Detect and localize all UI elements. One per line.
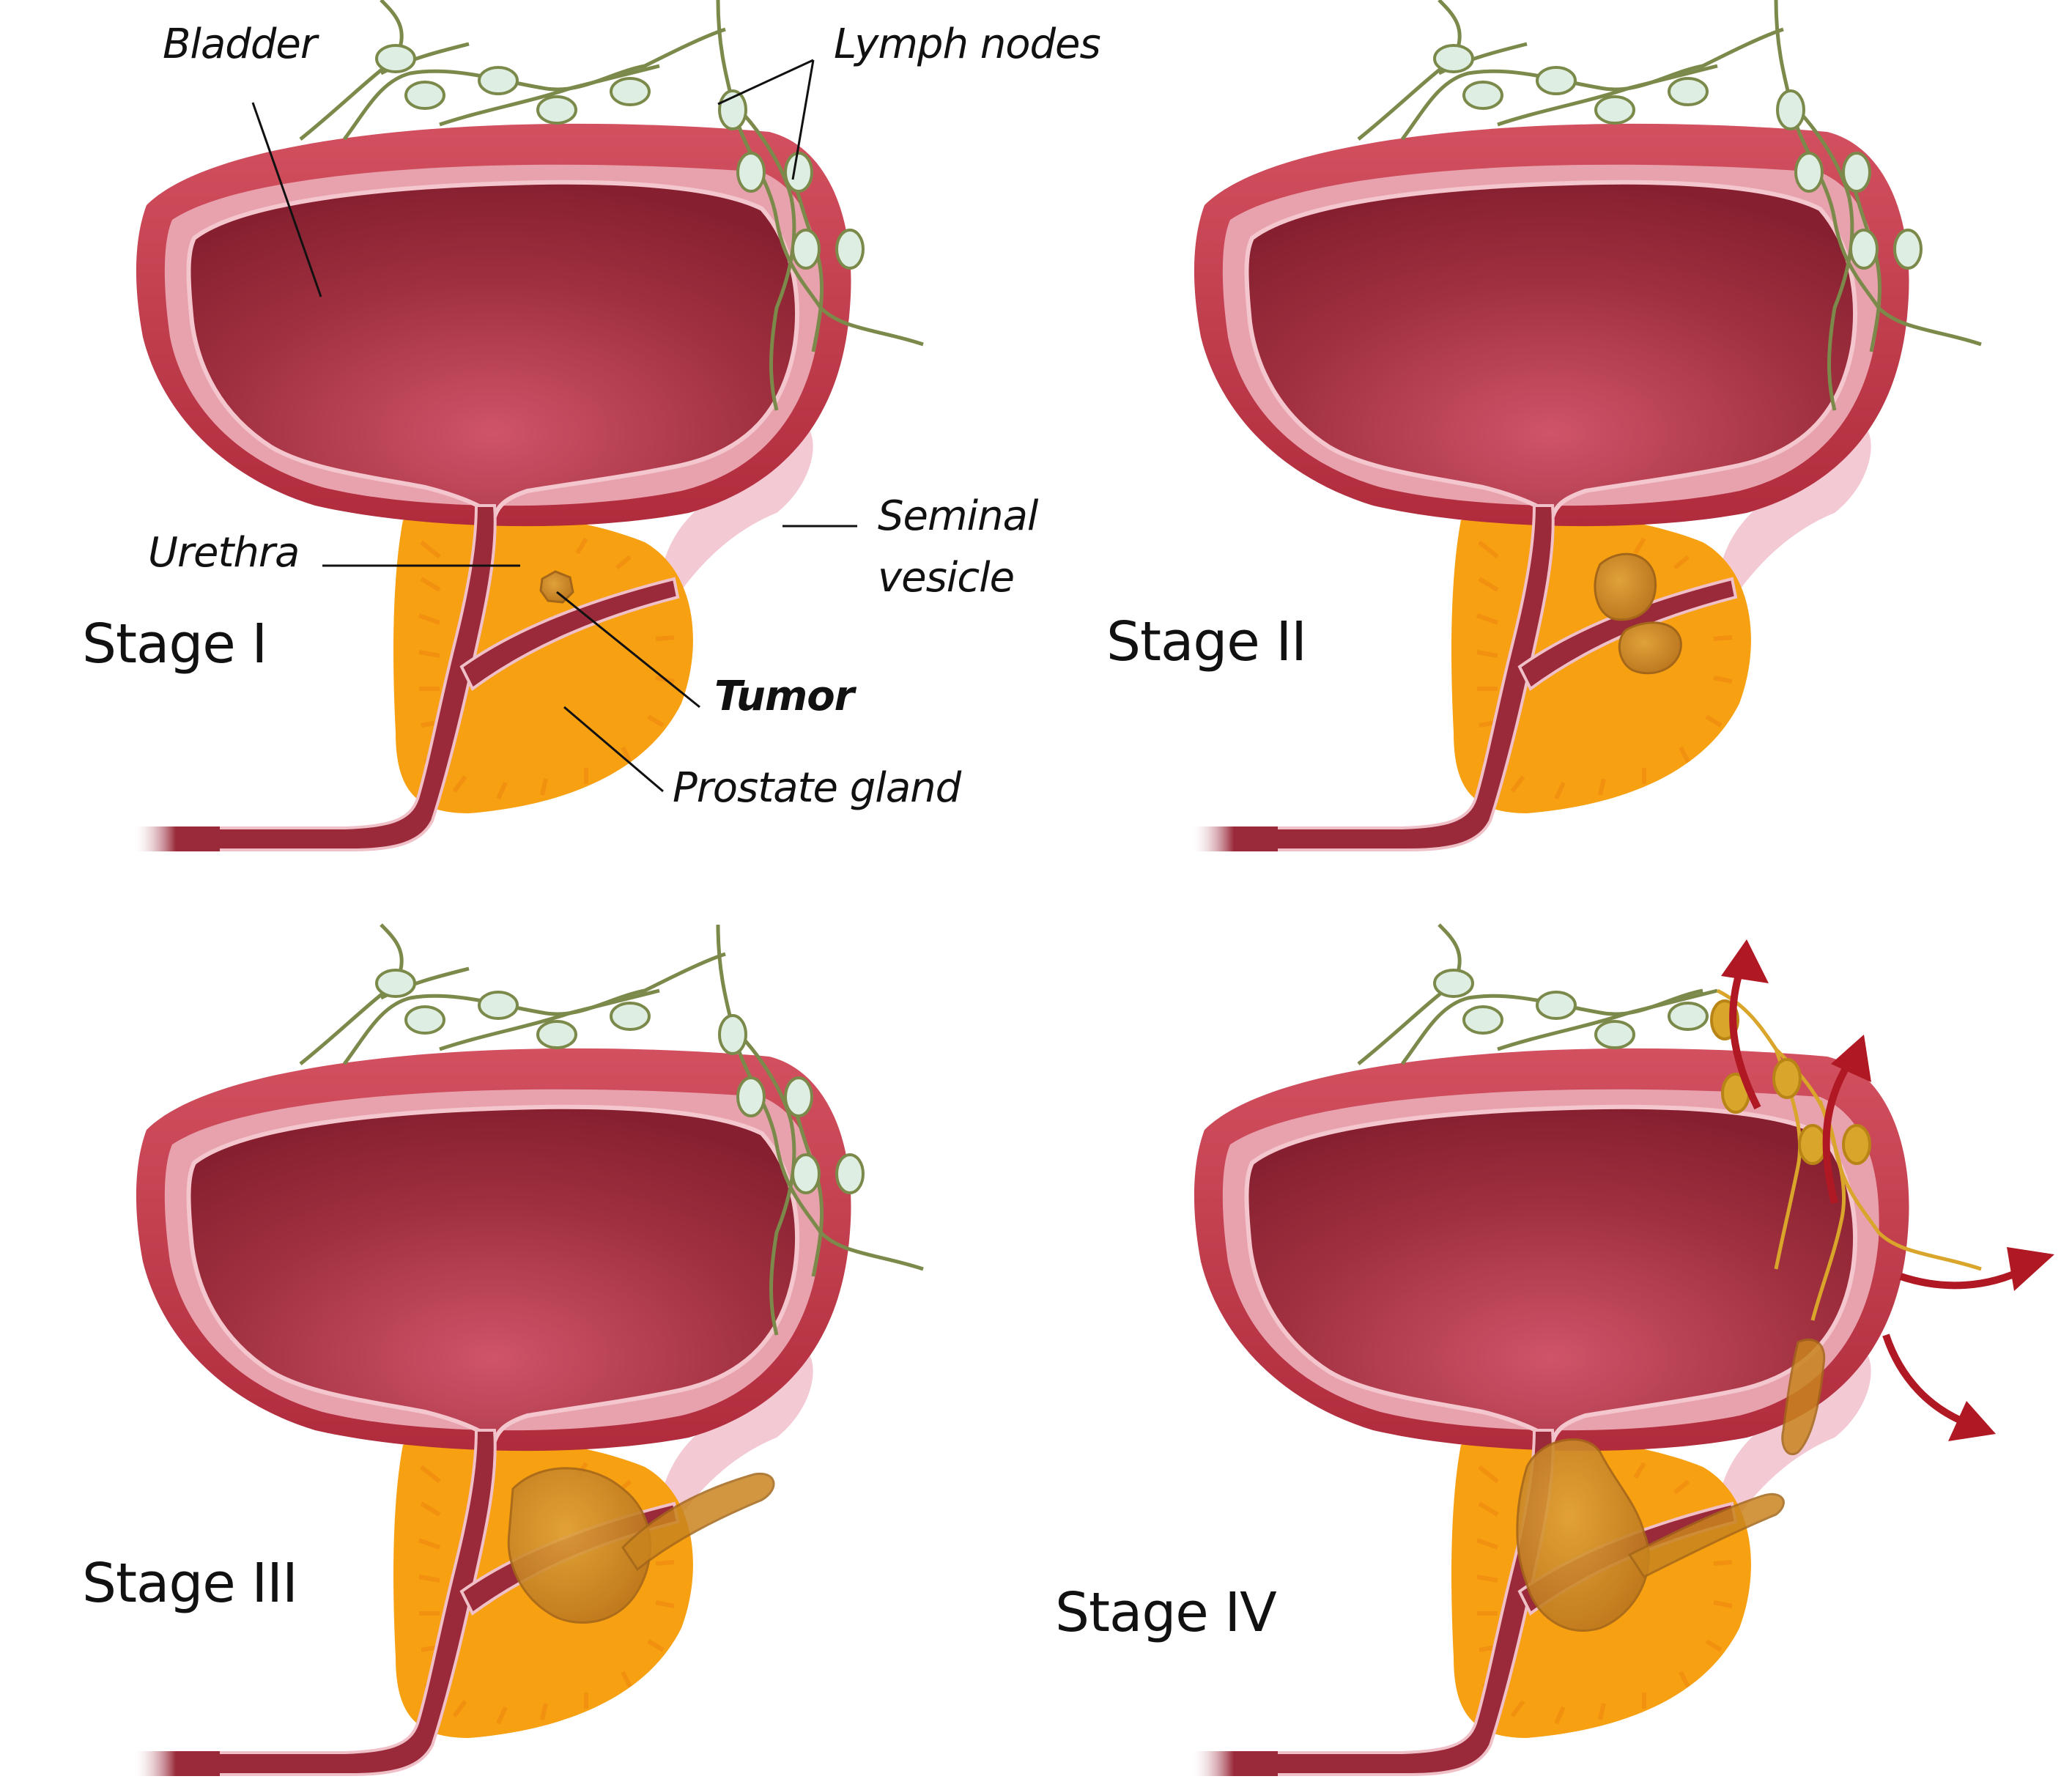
stage-label-1: Stage I [82, 613, 267, 676]
label-vesicle: vesicle [878, 554, 1015, 602]
label-seminal: Seminal [878, 492, 1038, 540]
tumor-seminal-spread-3 [621, 1472, 775, 1572]
panel-stage-3 [132, 925, 923, 1776]
stage-label-4: Stage IV [1055, 1581, 1277, 1644]
tumor-stage-3 [507, 1467, 651, 1624]
panel-stage-4 [1190, 923, 2054, 1776]
tumor-stage-4 [1516, 1438, 1650, 1632]
tumor-stage-2a [1594, 552, 1657, 621]
leader-lines [251, 59, 857, 793]
label-lymph-nodes: Lymph nodes [834, 21, 1101, 68]
tumor-stage-1 [539, 570, 574, 604]
stage-label-3: Stage III [82, 1552, 298, 1615]
tumor-vesicle-spread-4 [1781, 1338, 1826, 1455]
arrow-head-1 [1721, 939, 1769, 983]
arrow-head-2 [1831, 1035, 1871, 1082]
label-tumor: Tumor [714, 673, 854, 720]
panel-stage-1 [132, 0, 923, 851]
arrow-head-3 [2007, 1247, 2054, 1291]
arrow-head-4 [1948, 1401, 1996, 1441]
label-prostate-gland: Prostate gland [673, 764, 961, 812]
stage-label-2: Stage II [1106, 610, 1307, 673]
tumor-seminal-spread-4 [1627, 1493, 1785, 1578]
tumor-stage-2b [1618, 621, 1682, 675]
label-urethra: Urethra [148, 529, 300, 577]
panel-stage-2 [1190, 0, 1981, 851]
label-bladder: Bladder [163, 21, 317, 68]
